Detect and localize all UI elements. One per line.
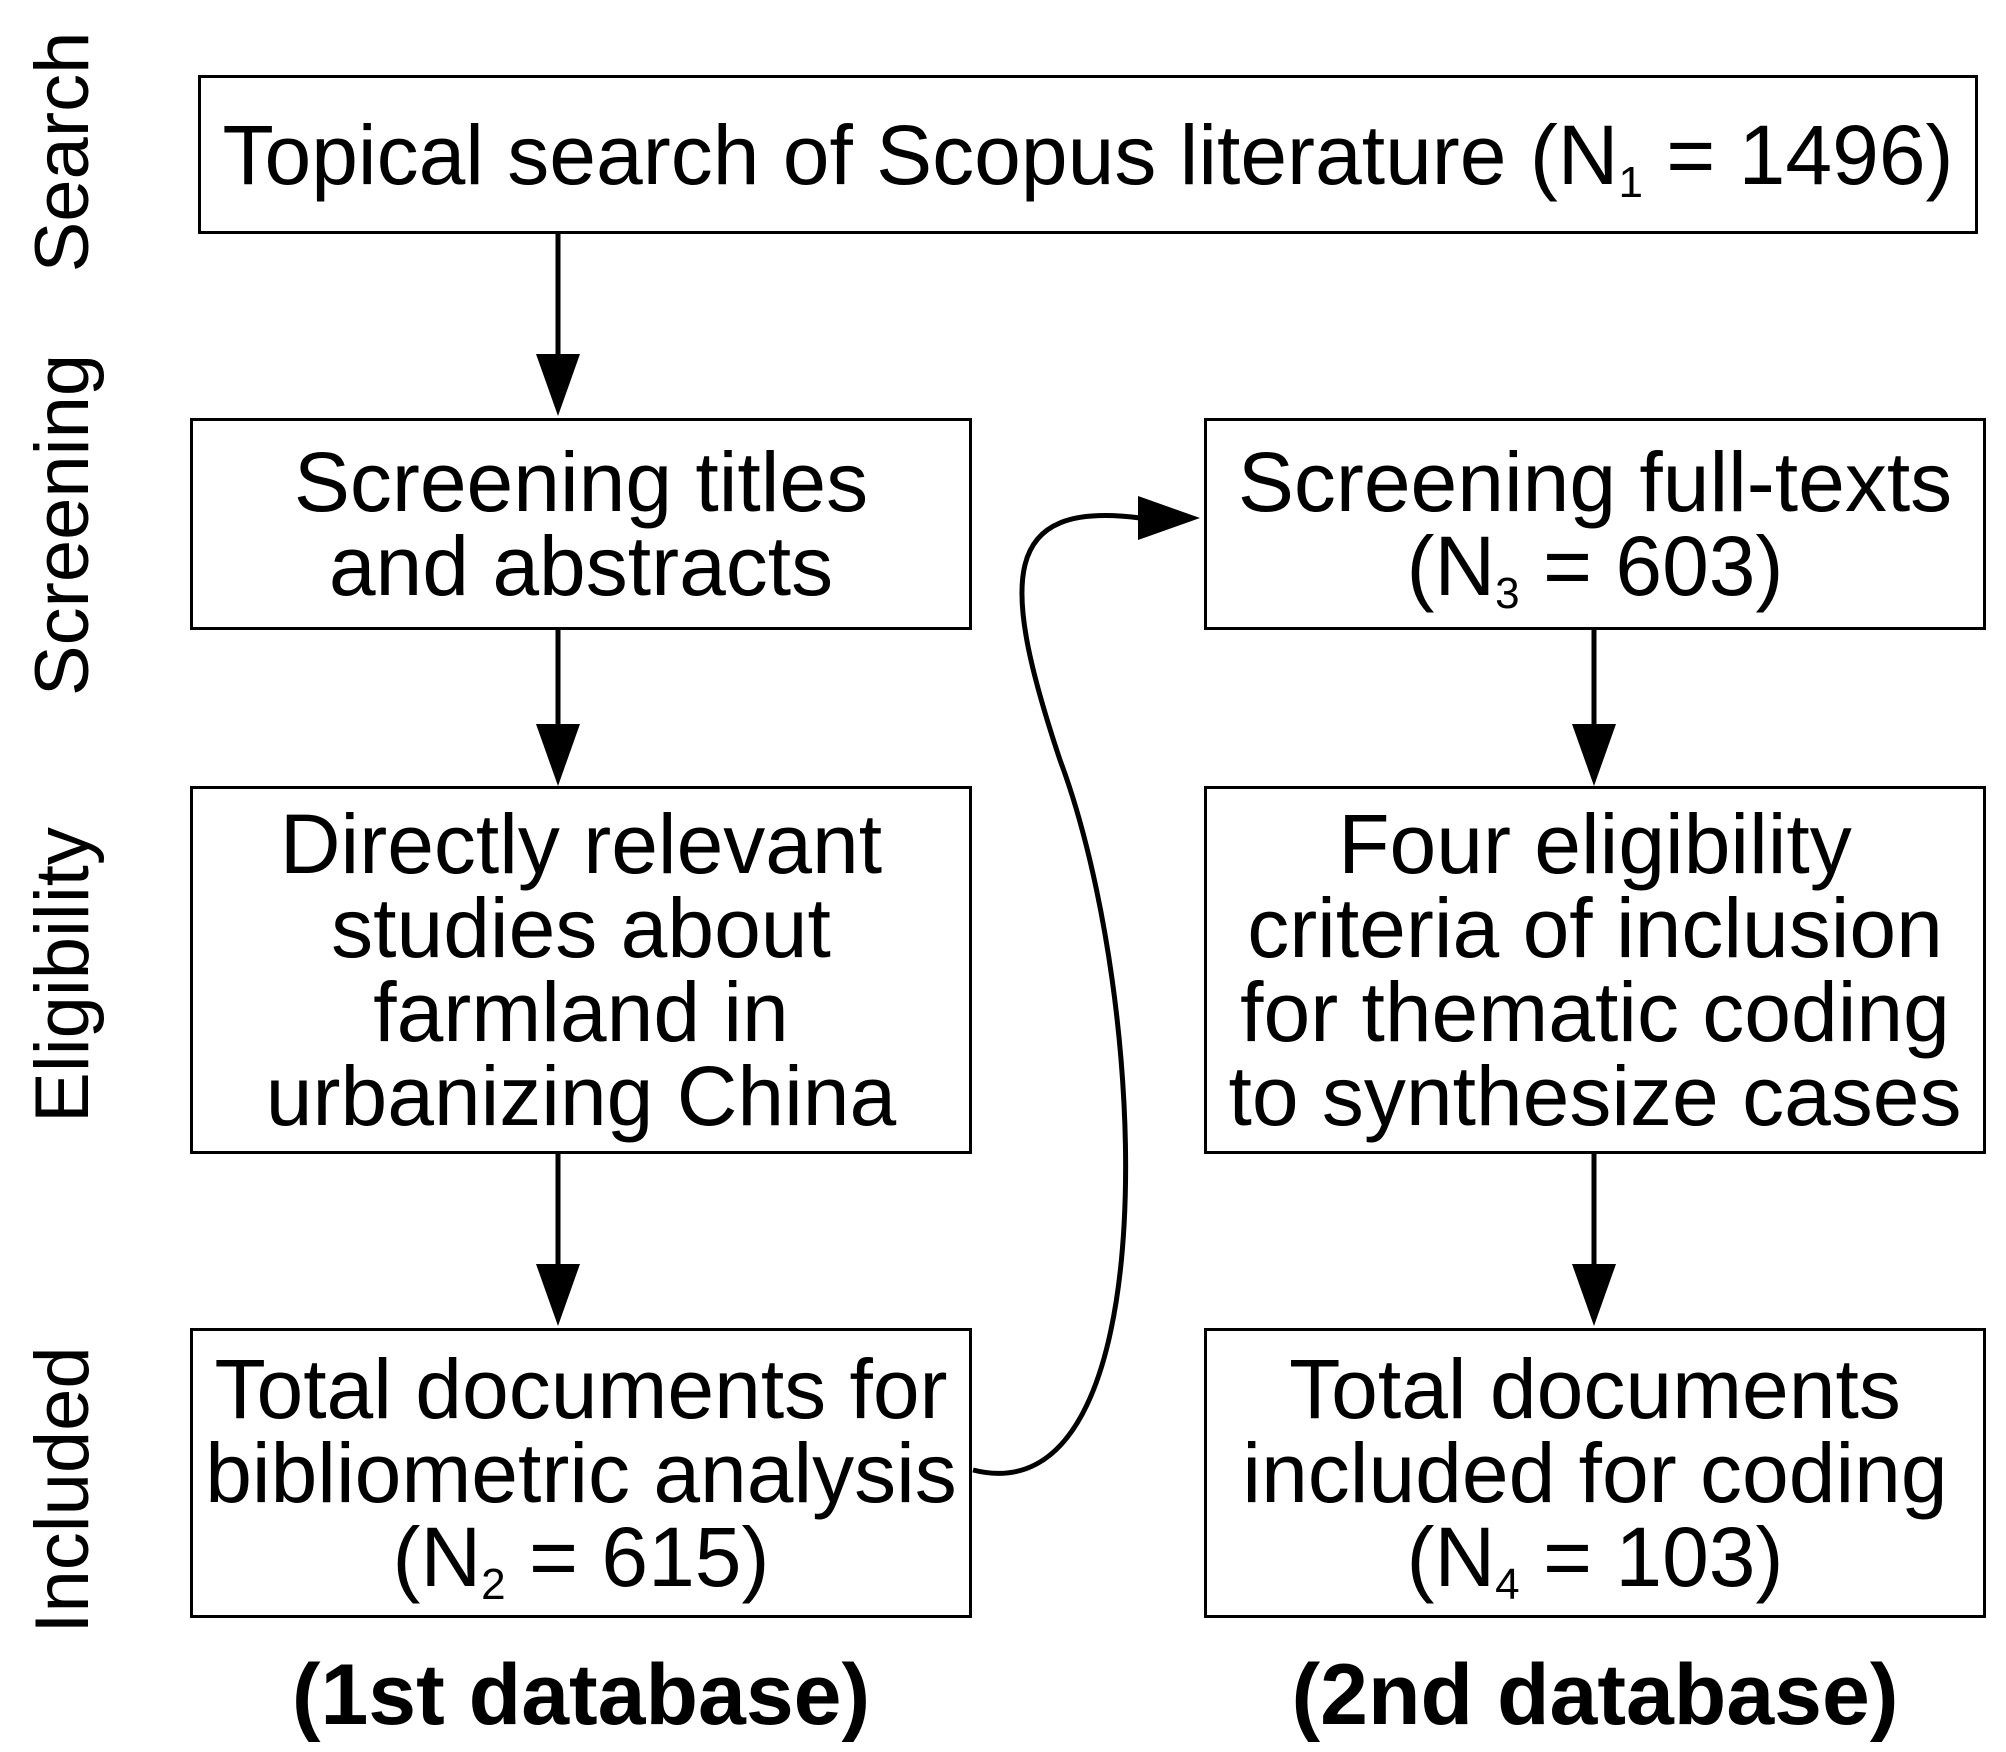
total-coding-line2: included for coding <box>1242 1426 1948 1520</box>
directly-relevant-line3: farmland in <box>373 965 789 1059</box>
total-biblio-subscript: 2 <box>481 1560 506 1610</box>
stage-label-search: Search <box>20 31 105 273</box>
arrowhead-screening-to-eligibility-left <box>536 724 580 786</box>
total-biblio-prefix: (N <box>392 1510 482 1604</box>
arrowhead-eligibility-to-included-right <box>1572 1264 1616 1326</box>
arrowhead-eligibility-to-included-left <box>536 1264 580 1326</box>
directly-relevant-line2: studies about <box>331 881 831 975</box>
directly-relevant-line4: urbanizing China <box>265 1049 897 1143</box>
total-coding-count: = 103) <box>1519 1510 1784 1604</box>
box-four-criteria: Four eligibility criteria of inclusion f… <box>1204 786 1986 1154</box>
total-biblio-line1: Total documents for <box>214 1342 948 1436</box>
arrowhead-search-to-screening <box>536 354 580 416</box>
total-biblio-line2: bibliometric analysis <box>205 1426 957 1520</box>
stage-label-included: Included <box>20 1346 105 1634</box>
four-criteria-line1: Four eligibility <box>1338 797 1852 891</box>
search-count: = 1496) <box>1642 107 1954 202</box>
total-coding-prefix: (N <box>1406 1510 1496 1604</box>
screening-full-line1: Screening full-texts <box>1237 435 1953 529</box>
box-screening-titles: Screening titles and abstracts <box>190 418 972 630</box>
stage-label-eligibility: Eligibility <box>20 827 105 1123</box>
total-biblio-count: = 615) <box>505 1510 770 1604</box>
database-label-second: (2nd database) <box>1291 1647 1899 1743</box>
box-search: Topical search of Scopus literature (N1 … <box>198 75 1978 234</box>
four-criteria-line4: to synthesize cases <box>1228 1049 1962 1143</box>
arrowhead-screening-to-eligibility-right <box>1572 724 1616 786</box>
screening-full-count: = 603) <box>1519 519 1784 613</box>
four-criteria-line3: for thematic coding <box>1240 965 1950 1059</box>
screening-full-subscript: 3 <box>1495 569 1520 619</box>
arrowhead-curved-database-link <box>1138 496 1200 540</box>
arrow-curved-database-link <box>972 513 1141 1476</box>
total-coding-line1: Total documents <box>1289 1342 1901 1436</box>
box-total-bibliometric: Total documents for bibliometric analysi… <box>190 1328 972 1618</box>
total-coding-subscript: 4 <box>1495 1560 1520 1610</box>
search-subscript: 1 <box>1618 157 1643 207</box>
box-total-coding: Total documents included for coding (N4 … <box>1204 1328 1986 1618</box>
stage-label-screening: Screening <box>20 353 105 697</box>
four-criteria-line2: criteria of inclusion <box>1247 881 1943 975</box>
directly-relevant-line1: Directly relevant <box>279 797 883 891</box>
box-screening-fulltexts: Screening full-texts (N3 = 603) <box>1204 418 1986 630</box>
screening-full-prefix: (N <box>1406 519 1496 613</box>
search-text: Topical search of Scopus literature (N <box>222 107 1619 202</box>
screening-titles-line2: and abstracts <box>328 519 834 613</box>
database-label-first: (1st database) <box>291 1647 871 1743</box>
box-directly-relevant: Directly relevant studies about farmland… <box>190 786 972 1154</box>
screening-titles-line1: Screening titles <box>293 435 869 529</box>
